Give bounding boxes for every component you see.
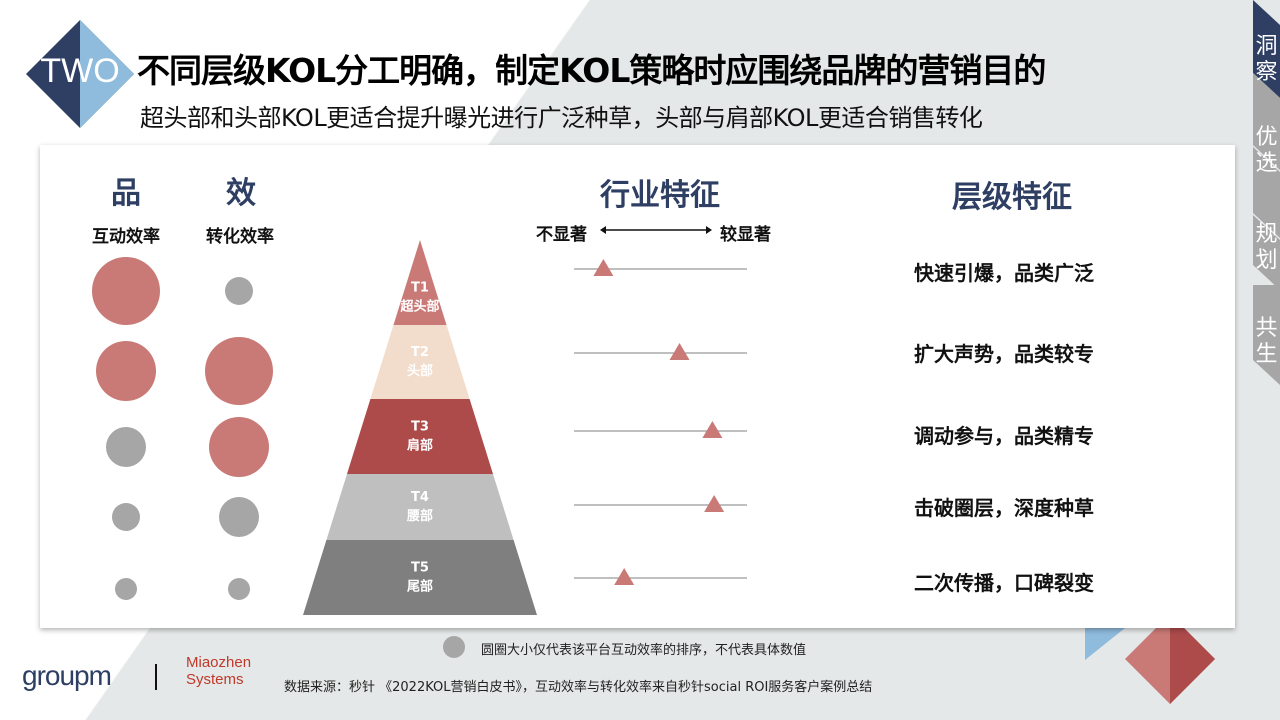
tier-name: 腰部 [406, 508, 433, 524]
legend-circle-icon [443, 636, 465, 658]
section-badge-label: TWO [40, 52, 120, 90]
nav-item-select[interactable]: 优选 [1255, 125, 1278, 176]
nav-item-plan[interactable]: 规划 [1255, 222, 1278, 273]
tier-feature: 调动参与，品类精专 [914, 424, 1094, 448]
pyramid-band-t4 [326, 474, 514, 540]
pyramid-band-t1 [393, 240, 447, 325]
industry-marker-triangle [669, 343, 690, 360]
industry-marker-triangle [702, 421, 723, 438]
double-arrow-icon [600, 226, 712, 234]
page-subtitle: 超头部和头部KOL更适合提升曝光进行广泛种草，头部与肩部KOL更适合销售转化 [140, 104, 983, 132]
interaction-circle [92, 257, 160, 325]
industry-marker-triangle [593, 259, 614, 276]
nav-item-cocreate[interactable]: 共生 [1255, 316, 1278, 367]
col-head-pin: 品 [111, 176, 141, 211]
pyramid-band-t5 [303, 540, 537, 615]
tier-name: 尾部 [407, 579, 433, 595]
industry-marker-triangle [614, 568, 635, 585]
interaction-circle [106, 427, 146, 467]
miaozhen-logo-line2: Systems [186, 671, 244, 688]
col-head-tier: 层级特征 [952, 180, 1072, 215]
legend-note: 圆圈大小仅代表该平台互动效率的排序，不代表具体数值 [481, 643, 807, 658]
conversion-circle [225, 277, 253, 305]
industry-marker-triangle [704, 495, 725, 512]
col-head-industry: 行业特征 [600, 178, 720, 213]
tier-name: 超头部 [400, 299, 439, 315]
tier-feature: 快速引爆，品类广泛 [914, 261, 1094, 285]
nav-item-insight[interactable]: 洞察 [1255, 34, 1278, 85]
tier-code: T3 [411, 420, 429, 435]
conversion-circle [209, 417, 269, 477]
section-badge [26, 20, 134, 128]
pyramid-band-t3 [346, 399, 494, 474]
pyramid-band-t2 [370, 325, 470, 399]
industry-low-label: 不显著 [536, 225, 587, 245]
col-sub-interaction: 互动效率 [92, 227, 160, 247]
interaction-circle [96, 341, 156, 401]
tier-name: 头部 [407, 363, 433, 379]
miaozhen-logo-line1: Miaozhen [186, 654, 252, 671]
conversion-circle [205, 337, 273, 405]
tier-code: T1 [411, 281, 429, 296]
tier-name: 肩部 [407, 438, 433, 454]
miaozhen-logo: Miaozhen Systems [186, 654, 251, 688]
side-nav-bg [1253, 0, 1280, 290]
conversion-circle [219, 497, 259, 537]
tier-code: T5 [411, 561, 429, 576]
tier-code: T2 [411, 345, 429, 360]
side-nav-bg-end [1253, 285, 1280, 385]
col-sub-conversion: 转化效率 [206, 227, 274, 247]
tier-feature: 击破圈层，深度种草 [914, 496, 1094, 520]
source-note: 数据来源：秒针 《2022KOL营销白皮书》，互动效率与转化效率来自秒针soci… [284, 680, 873, 695]
groupm-logo: groupm [22, 660, 112, 691]
col-head-xiao: 效 [226, 176, 256, 211]
logo-divider [155, 664, 157, 690]
tier-feature: 二次传播，口碑裂变 [914, 571, 1094, 595]
tier-code: T4 [411, 490, 429, 505]
interaction-circle [112, 503, 140, 531]
tier-feature: 扩大声势，品类较专 [914, 342, 1094, 366]
page-title: 不同层级KOL分工明确，制定KOL策略时应围绕品牌的营销目的 [137, 51, 1046, 90]
conversion-circle [228, 578, 250, 600]
industry-high-label: 较显著 [720, 225, 771, 245]
interaction-circle [115, 578, 137, 600]
